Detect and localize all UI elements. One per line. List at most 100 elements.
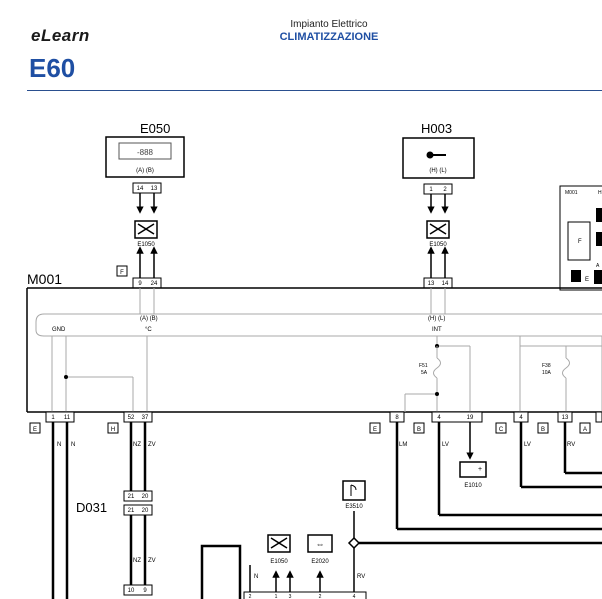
- conn-pin-d: 2: [319, 594, 322, 599]
- wire-nz2: NZ: [133, 558, 141, 564]
- m001-label: M001: [27, 271, 62, 287]
- wire-lv2: LV: [524, 442, 531, 448]
- lower-pin-9: 9: [143, 588, 147, 594]
- conn-pin-b: 1: [275, 594, 278, 599]
- e050-display-text: -888: [137, 148, 154, 157]
- m001-pin-24: 24: [151, 281, 158, 287]
- e1050-label-left: E1050: [137, 242, 155, 248]
- section-subtitle: Impianto Elettrico: [290, 19, 368, 30]
- fuse-f51-rating: 5A: [421, 370, 428, 376]
- inset-a-label: A: [596, 263, 600, 269]
- header-rule: [27, 90, 602, 91]
- h003-pin-2: 2: [443, 187, 447, 193]
- e1050-connector-lower[interactable]: E1050: [267, 534, 291, 565]
- int-label: INT: [432, 327, 442, 333]
- h003-label: H003: [421, 121, 452, 136]
- e050-pins: (A) (B): [136, 168, 154, 174]
- e050-component[interactable]: E050 -888 (A) (B): [105, 121, 185, 178]
- h003-pin-1: 1: [429, 187, 433, 193]
- conn-pin-a: 2: [249, 594, 252, 599]
- m001-pin-14: 14: [442, 281, 449, 287]
- e1010-label: E1010: [464, 483, 482, 489]
- e2020-label: E2020: [311, 559, 329, 565]
- inset-h-label: H: [598, 190, 602, 196]
- e1010-component[interactable]: + E1010: [459, 461, 487, 489]
- m001-top-f-box: [116, 265, 128, 277]
- connector-letter-b1: B: [417, 427, 421, 433]
- wire-rv2: RV: [357, 574, 365, 580]
- inset-f-label: F: [578, 239, 582, 245]
- fuse-f38: [562, 357, 570, 379]
- connector-letter-h: H: [111, 427, 115, 433]
- conn-pin-c: 3: [289, 594, 292, 599]
- pin-19: 19: [467, 415, 474, 421]
- connector-letter-a: A: [583, 427, 587, 433]
- deg-c-label: °C: [145, 327, 152, 333]
- m001-internal-block: [35, 313, 602, 337]
- e2020-component[interactable]: ⇔ E2020: [307, 534, 333, 565]
- lower-pin-block: [123, 584, 153, 596]
- connector-letter-c: C: [499, 427, 504, 433]
- lower-loop-wire: [200, 544, 242, 599]
- wire-n1: N: [57, 442, 61, 448]
- fuse-f38-rating: 10A: [542, 370, 552, 376]
- h003-pins: (H) (L): [429, 168, 446, 174]
- e050-pin-14: 14: [137, 186, 144, 192]
- pin-11: 11: [64, 415, 71, 421]
- conn-pin-e: 4: [353, 594, 356, 599]
- pin-4: 4: [437, 415, 441, 421]
- h003-box: [402, 137, 475, 179]
- connector-letter-f-top: F: [120, 270, 124, 276]
- connector-letter-b2: B: [541, 427, 545, 433]
- lower-connector-strip: [243, 591, 367, 599]
- wire-nz1: NZ: [133, 442, 141, 448]
- d031-component[interactable]: D031 21 20 21 20: [76, 490, 153, 516]
- plus-icon: +: [478, 466, 482, 473]
- e050-pin-13: 13: [151, 186, 158, 192]
- lower-pin-10: 10: [128, 588, 135, 594]
- double-arrow-icon: ⇔: [316, 539, 325, 549]
- external-wires: N N NZ ZV LM LV LV RV: [51, 422, 602, 599]
- wire-rv1: RV: [567, 442, 575, 448]
- fuse-f38-label: F38: [542, 363, 551, 369]
- m001-connector-inset[interactable]: M001 H F E A: [559, 185, 602, 291]
- e050-label: E050: [140, 121, 170, 136]
- fuse-f51-label: F51: [419, 363, 428, 369]
- connector-letter-e-left: E: [33, 427, 37, 433]
- m001-pins-ab: (A) (B): [140, 316, 158, 322]
- wire-lm: LM: [399, 442, 407, 448]
- d031-label: D031: [76, 500, 107, 515]
- h003-pin-block: [423, 183, 453, 195]
- splice-diamond: [347, 536, 361, 550]
- e1050-connector-left[interactable]: E1050: [134, 220, 158, 248]
- d031-pin-21-top: 21: [128, 494, 135, 500]
- e3510-component[interactable]: E3510: [342, 480, 366, 510]
- d031-pin-20-top: 20: [142, 494, 149, 500]
- model-title: E60: [29, 53, 76, 83]
- pin-8: 8: [395, 415, 399, 421]
- e1050-connector-right[interactable]: E1050: [426, 220, 450, 248]
- inset-e-label: E: [585, 277, 589, 283]
- gnd-label: GND: [52, 327, 66, 333]
- e050-pin-block: [132, 182, 162, 194]
- fuse-f51: [433, 357, 441, 379]
- m001-bottom-connectors: E 1 11 H 52 37 E 8 B 4 19 C 4 B 13 A: [29, 411, 602, 434]
- m001-internal-junction-1: [64, 375, 68, 379]
- d031-pin-21-bottom: 21: [128, 508, 135, 514]
- wire-zv2: ZV: [148, 558, 156, 564]
- inset-m001-label: M001: [565, 190, 578, 196]
- m001-internal-junction-3: [435, 392, 439, 396]
- section-title: CLIMATIZZAZIONE: [279, 31, 379, 43]
- h003-component[interactable]: H003 (H) (L): [402, 121, 475, 179]
- brand-logo: eLearn: [31, 26, 90, 45]
- m001-pins-hl: (H) (L): [428, 316, 445, 322]
- m001-module[interactable]: M001 F 9 24 13 14 GND (A) (B) °C (H) (L)…: [26, 265, 602, 413]
- m001-pin-13: 13: [428, 281, 435, 287]
- d031-pin-20-bottom: 20: [142, 508, 149, 514]
- pin-4b: 4: [519, 415, 523, 421]
- wire-n2: N: [71, 442, 75, 448]
- pin-37: 37: [142, 415, 149, 421]
- e3510-label: E3510: [345, 504, 363, 510]
- connector-letter-e-right: E: [373, 427, 377, 433]
